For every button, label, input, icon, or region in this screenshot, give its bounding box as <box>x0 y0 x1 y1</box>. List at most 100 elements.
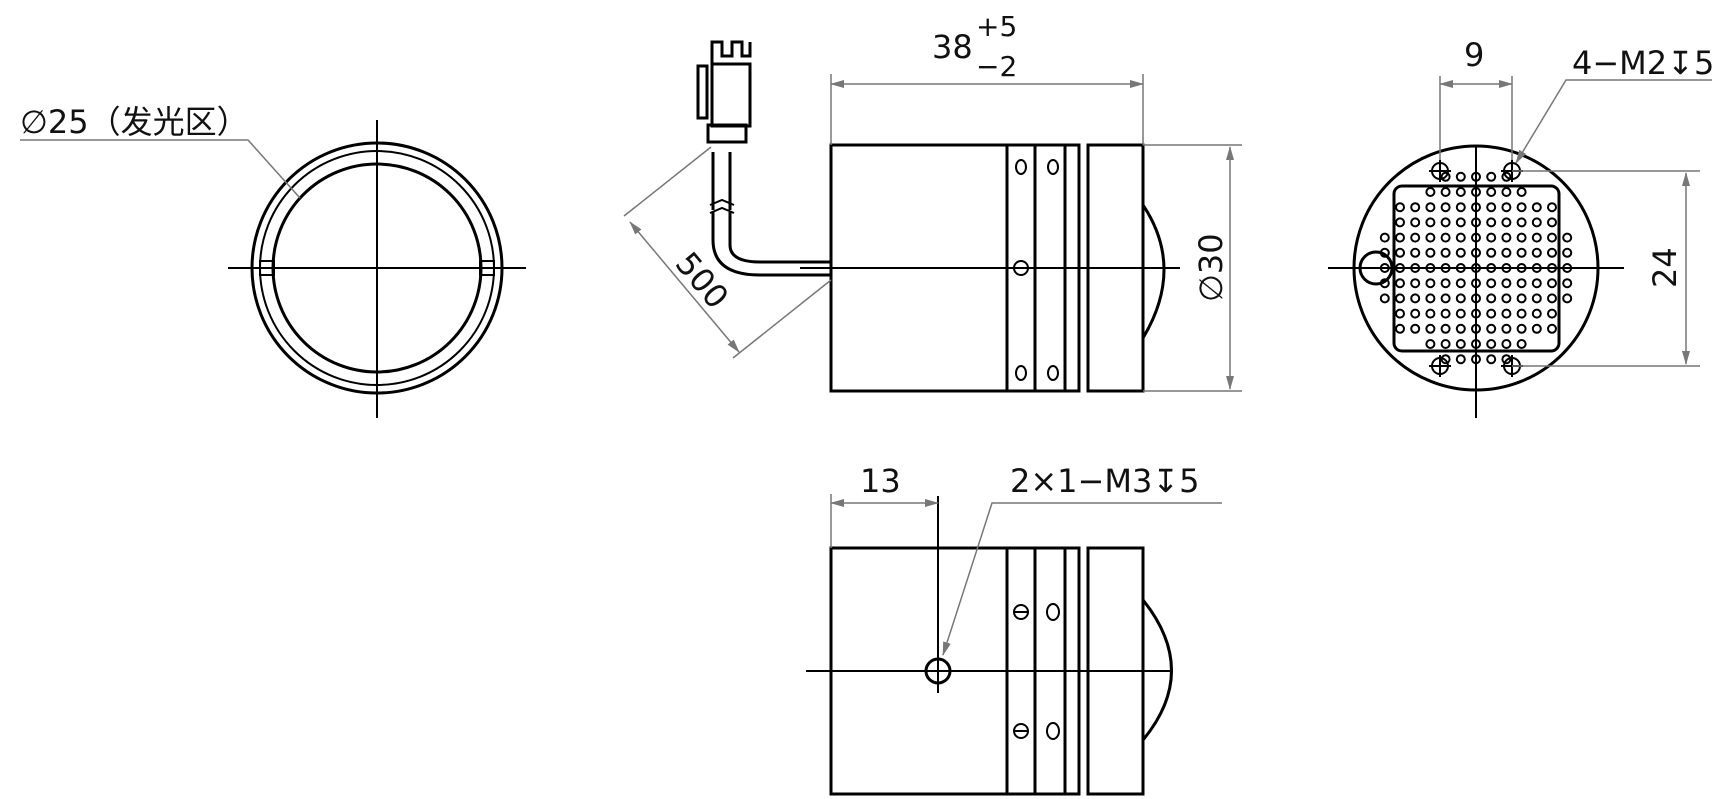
front-notch-left <box>259 260 275 276</box>
led-dot <box>1395 323 1405 334</box>
led-dot <box>1501 323 1512 334</box>
led-dot <box>1440 323 1451 334</box>
led-dot <box>1425 187 1436 197</box>
led-dot <box>1455 187 1466 197</box>
led-dot <box>1425 217 1436 228</box>
led-dot <box>1440 187 1451 197</box>
led-dot <box>1531 323 1542 334</box>
rear-holes-leader <box>1515 79 1712 164</box>
led-dot <box>1516 339 1527 349</box>
led-dot <box>1531 308 1542 319</box>
led-dot <box>1410 293 1421 304</box>
led-dot <box>1425 293 1436 304</box>
led-dot <box>1440 217 1451 228</box>
led-dot <box>1562 232 1573 243</box>
led-dot <box>1410 217 1421 228</box>
led-dot <box>1547 217 1557 228</box>
led-dot <box>1379 247 1390 258</box>
led-dot <box>1501 247 1512 258</box>
screw-mark <box>1047 159 1059 175</box>
led-dot <box>1562 247 1573 258</box>
led-dot <box>1486 293 1497 304</box>
led-dot <box>1379 232 1390 243</box>
cable-upper <box>711 152 732 210</box>
led-dot <box>1395 202 1405 213</box>
led-dot <box>1486 308 1497 319</box>
led-dot <box>1440 247 1451 258</box>
rear-holes-label: 4−M2↧5 <box>1572 44 1714 82</box>
cable-length-dim <box>629 221 740 353</box>
screw-mark <box>1047 365 1059 381</box>
led-dot <box>1516 232 1527 243</box>
connector-latch <box>696 64 709 120</box>
led-dot <box>1440 202 1451 213</box>
led-dot <box>1501 202 1512 213</box>
led-dot <box>1410 278 1421 289</box>
led-dot <box>1531 247 1542 258</box>
led-dot <box>1486 339 1497 349</box>
led-dot <box>1425 323 1436 334</box>
led-dot <box>1410 247 1421 258</box>
led-dot <box>1516 323 1527 334</box>
led-dot <box>1547 308 1557 319</box>
led-dot <box>1486 187 1497 197</box>
led-dot <box>1455 354 1466 365</box>
led-dot <box>1547 293 1557 304</box>
led-dot <box>1516 247 1527 258</box>
connector-body <box>706 123 748 144</box>
hole-spacing-h-label: 9 <box>1464 36 1484 74</box>
side-holes-label: 2×1−M3↧5 <box>1010 462 1199 500</box>
cable-lower <box>711 212 831 277</box>
led-dot <box>1395 308 1405 319</box>
led-dot <box>1455 232 1466 243</box>
led-dot <box>1440 339 1451 349</box>
led-dot <box>1455 308 1466 319</box>
led-dot <box>1395 232 1405 243</box>
led-dot <box>1395 247 1405 258</box>
led-dot <box>1562 278 1573 289</box>
length-label: 38 <box>932 28 973 66</box>
side-offset-label: 13 <box>860 462 901 500</box>
emit-diameter-leader <box>20 139 301 199</box>
led-dot <box>1486 217 1497 228</box>
side-holes-leader <box>942 502 1222 656</box>
led-dot <box>1501 354 1512 365</box>
led-dot <box>1455 217 1466 228</box>
led-dot <box>1425 202 1436 213</box>
led-dot <box>1455 323 1466 334</box>
front-notch-right <box>479 260 495 276</box>
led-dot <box>1531 202 1542 213</box>
led-dot <box>1440 232 1451 243</box>
led-dot <box>1455 171 1466 182</box>
led-dot <box>1440 171 1451 182</box>
led-dot <box>1516 202 1527 213</box>
cable-length-label: 500 <box>668 245 736 316</box>
led-dot <box>1425 247 1436 258</box>
led-dot <box>1486 232 1497 243</box>
led-dot <box>1501 293 1512 304</box>
led-dot <box>1455 247 1466 258</box>
led-dot <box>1516 293 1527 304</box>
led-dot <box>1531 293 1542 304</box>
led-dot <box>1440 354 1451 365</box>
led-dot <box>1379 293 1390 304</box>
led-dot <box>1531 217 1542 228</box>
led-dot <box>1455 202 1466 213</box>
emit-diameter-label: ∅25（发光区） <box>20 103 249 141</box>
led-dot <box>1379 278 1390 289</box>
rear-view: 9 4−M2↧5 24 <box>1328 36 1714 418</box>
led-dot <box>1516 217 1527 228</box>
screw-mark <box>1015 159 1027 175</box>
led-dot <box>1531 232 1542 243</box>
led-dot <box>1562 293 1573 304</box>
led-dot <box>1486 247 1497 258</box>
led-dot <box>1395 217 1405 228</box>
led-dot <box>1501 171 1512 182</box>
led-dot <box>1501 339 1512 349</box>
side-view: 500 38 +5 −2 ∅30 <box>623 10 1242 393</box>
led-dot <box>1395 278 1405 289</box>
led-dot <box>1486 202 1497 213</box>
led-dot <box>1547 232 1557 243</box>
led-dot <box>1410 232 1421 243</box>
